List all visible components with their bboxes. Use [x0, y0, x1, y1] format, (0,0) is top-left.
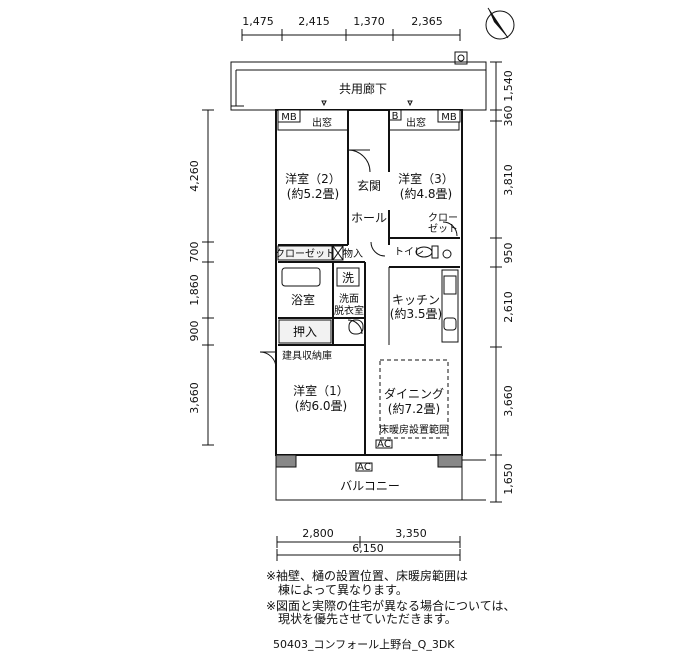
dim-right-1: 1,540 — [502, 70, 515, 102]
floor-heating-label: 床暖房設置範囲 — [379, 423, 449, 436]
note-line-4: 現状を優先させていただきます。 — [278, 612, 457, 626]
dim-right-3: 3,810 — [502, 164, 515, 196]
storage-small-label: 物入 — [343, 247, 363, 260]
meter-box-icon — [454, 51, 468, 65]
dim-right-6: 3,660 — [502, 385, 515, 417]
balcony — [275, 454, 486, 501]
ac-label-1: AC — [377, 439, 391, 450]
demado-right-label: 出窓 — [406, 116, 426, 129]
dining-size: (約7.2畳) — [388, 401, 440, 416]
mb-right-label: MB — [441, 112, 457, 123]
wash-label: 洗 — [342, 271, 354, 285]
top-dimension-line — [241, 29, 461, 41]
stove-icon — [443, 275, 457, 295]
note-line-3: ※図面と実際の住宅が異なる場合については、 — [266, 599, 516, 613]
oshiire-box — [278, 319, 332, 344]
sink-icon — [442, 249, 452, 259]
dim-left-3: 1,860 — [188, 274, 201, 306]
dim-right-4: 950 — [502, 243, 515, 264]
closet-right-label-2: ゼット — [428, 223, 458, 235]
corridor-label: 共用廊下 — [339, 81, 387, 96]
ac-box-2 — [355, 462, 373, 472]
note-line-1: ※袖壁、樋の設置位置、床暖房範囲は — [266, 569, 469, 583]
balcony-wall-stub — [275, 454, 297, 468]
bathtub-icon — [281, 267, 321, 287]
dim-top-4: 2,365 — [411, 15, 443, 28]
dim-top-1: 1,475 — [242, 15, 274, 28]
builtin-storage-label: 建具収納庫 — [282, 349, 332, 362]
hall-label: ホール — [351, 211, 387, 225]
dining-label: ダイニング — [384, 386, 444, 401]
dim-bottom-1: 2,800 — [302, 527, 334, 540]
dim-bottom-total: 6,150 — [352, 542, 384, 555]
washroom-label-1: 洗面 — [339, 293, 359, 305]
ac-box-1 — [375, 439, 393, 449]
b-label: B — [392, 111, 399, 122]
closet-mid-label: クローゼット — [275, 248, 335, 260]
interior-walls — [278, 110, 460, 455]
balcony-label: バルコニー — [340, 479, 400, 493]
kitchen-counter — [441, 269, 459, 343]
washroom-label-2: 脱衣室 — [334, 304, 364, 317]
vent-marker-icon — [407, 100, 413, 107]
toilet-label: トイレ — [394, 247, 424, 258]
dim-right-7: 1,650 — [502, 463, 515, 495]
bay-windows — [277, 109, 460, 131]
dim-left-1: 4,260 — [188, 160, 201, 192]
balcony-wall-stub — [437, 454, 463, 468]
bottom-dimension-line — [276, 536, 461, 561]
dim-top-3: 1,370 — [353, 15, 385, 28]
right-dimension-line — [490, 61, 502, 503]
note-line-2: 棟によって異なります。 — [278, 583, 408, 597]
washer-box — [336, 267, 360, 287]
floor-heating-range — [379, 359, 449, 439]
toilet-tank-icon — [431, 245, 439, 259]
storage-box-icon — [332, 245, 344, 261]
mb-left-label: MB — [281, 112, 297, 123]
kitchen-label: キッチン — [392, 293, 440, 307]
bedroom2-label: 洋室（2） — [285, 171, 341, 186]
dim-left-2: 700 — [188, 242, 201, 263]
bedroom3-size: (約4.8畳) — [400, 186, 452, 201]
left-dimension-line — [202, 109, 214, 446]
dim-top-2: 2,415 — [298, 15, 330, 28]
dim-left-4: 900 — [188, 321, 201, 342]
closet-right-label-1: クロー — [428, 212, 458, 224]
vent-marker-icon — [321, 100, 327, 107]
meter-circle-icon — [457, 54, 465, 62]
bedroom1-size: (約6.0畳) — [295, 398, 347, 413]
demado-left-label: 出窓 — [312, 116, 332, 129]
mb-left-box — [277, 109, 301, 123]
plan-code: 50403_コンフォール上野台_Q_3DK — [273, 638, 455, 651]
dim-right-2: 360 — [502, 106, 515, 127]
entrance-label: 玄関 — [357, 178, 381, 193]
kitchen-size: (約3.5畳) — [390, 306, 442, 321]
bedroom2-size: (約5.2畳) — [287, 186, 339, 201]
storage-cross-icon — [332, 245, 344, 261]
bedroom1-label: 洋室（1） — [293, 383, 349, 398]
door-arcs — [259, 149, 458, 369]
bedroom3-label: 洋室（3） — [398, 171, 454, 186]
washbasin-icon — [348, 319, 364, 335]
closet-mid — [277, 245, 333, 261]
mb-right-box — [437, 109, 461, 123]
north-arrow-icon — [485, 7, 515, 40]
dim-right-5: 2,610 — [502, 291, 515, 323]
kitchen-sink-icon — [443, 317, 457, 331]
dim-left-5: 3,660 — [188, 382, 201, 414]
oshiire-label: 押入 — [293, 325, 317, 339]
ac-label-2: AC — [357, 462, 371, 473]
bath-label: 浴室 — [291, 292, 315, 307]
dim-bottom-2: 3,350 — [395, 527, 427, 540]
